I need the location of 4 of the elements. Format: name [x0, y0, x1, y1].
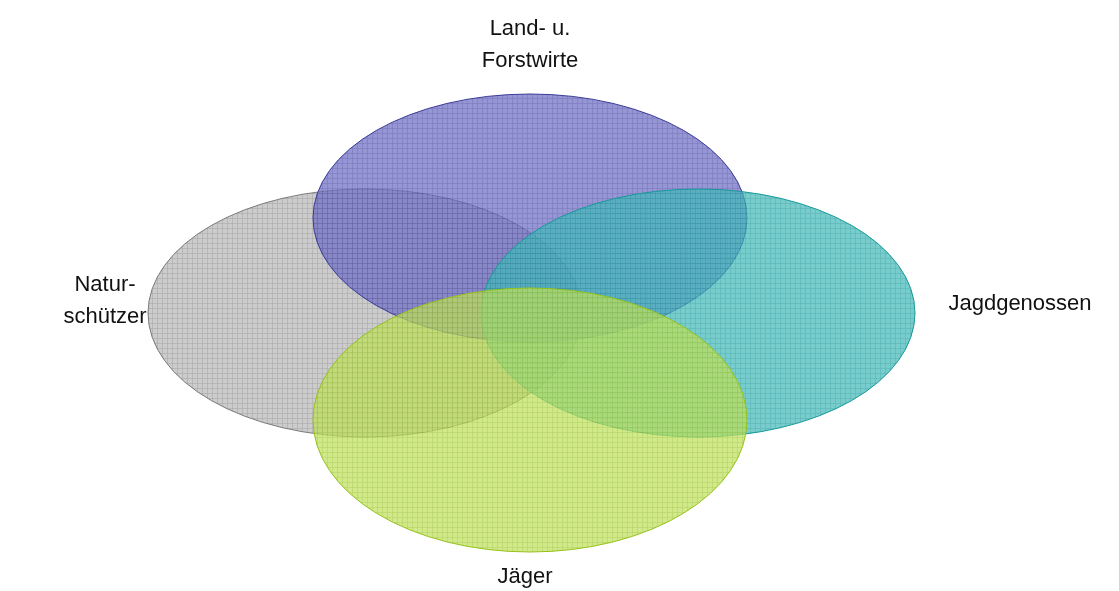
- set-label: Natur- schützer: [62, 270, 148, 330]
- set-label: Jagdgenossen: [947, 289, 1093, 317]
- set-label: Jäger: [496, 562, 554, 590]
- set-label: Land- u. Forstwirte: [480, 14, 580, 74]
